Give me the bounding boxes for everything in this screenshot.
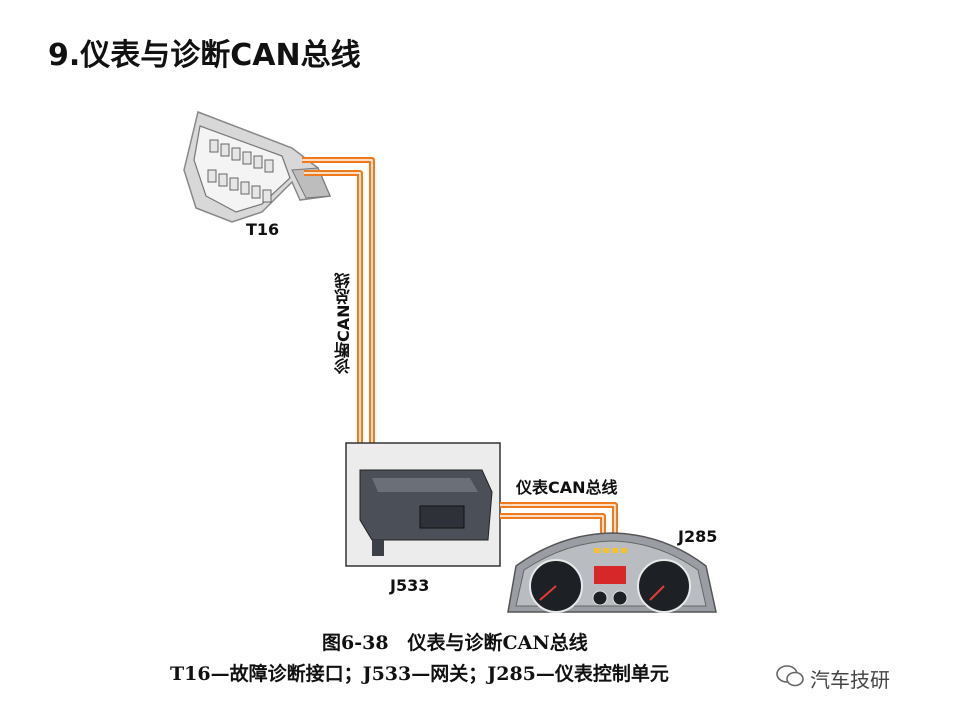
figure-caption-legend: T16—故障诊断接口；J533—网关；J285—仪表控制单元 xyxy=(170,663,669,685)
wechat-icon xyxy=(776,664,804,693)
j285-label: J285 xyxy=(678,527,718,546)
figure-caption-title: 图6-38 仪表与诊断CAN总线 xyxy=(322,632,588,654)
diagnostic-can-bus-label: 诊断CAN总线 xyxy=(334,272,353,374)
page-title: 9.仪表与诊断CAN总线 xyxy=(48,38,361,73)
watermark-text: 汽车技研 xyxy=(810,668,890,692)
j533-label: J533 xyxy=(390,576,430,595)
watermark: 汽车技研 xyxy=(776,664,890,693)
j285-instrument-cluster-image xyxy=(507,532,717,613)
diagnostic-can-wire xyxy=(302,157,375,445)
t16-label: T16 xyxy=(246,220,280,239)
j533-gateway-image xyxy=(345,442,501,567)
instrument-can-wire xyxy=(500,502,618,540)
t16-connector-image xyxy=(183,110,332,223)
instrument-can-bus-label: 仪表CAN总线 xyxy=(516,478,618,497)
